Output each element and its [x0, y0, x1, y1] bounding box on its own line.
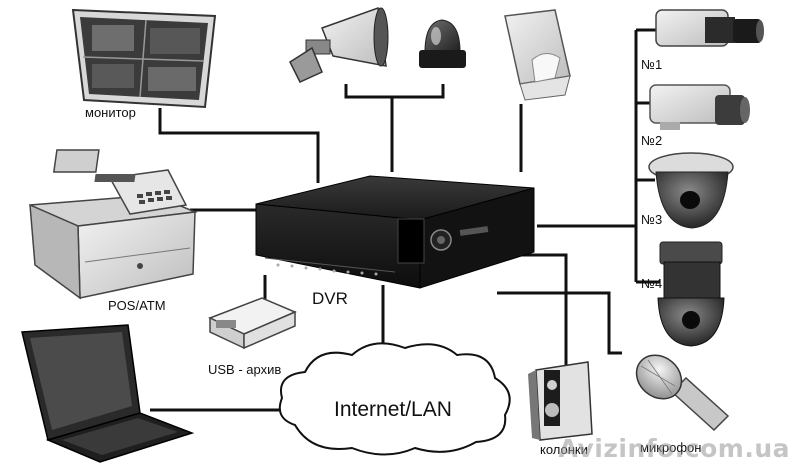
line-monitor	[158, 108, 320, 183]
monitor-label: монитор	[85, 105, 136, 120]
box-camera-2-icon	[649, 84, 750, 130]
camera-1-label: №1	[641, 57, 663, 72]
ptz-camera-icon	[657, 241, 725, 347]
cash-register-icon	[29, 149, 198, 300]
cloud-icon	[278, 342, 511, 456]
motion-detector-icon	[504, 9, 571, 101]
microphone-icon	[635, 354, 730, 432]
speaker-icon	[528, 361, 593, 441]
line-speakers	[495, 253, 568, 368]
usb-drive-icon	[208, 297, 297, 350]
watermark: Avizinfo.com.ua	[558, 434, 790, 463]
dome-camera-icon	[648, 152, 734, 229]
microphone-label: микрофон	[640, 440, 702, 455]
dvr-label: DVR	[312, 289, 348, 308]
dvr-recorder-icon	[255, 175, 535, 289]
pos-label: POS/ATM	[108, 298, 166, 313]
strobe-light-icon	[419, 19, 466, 68]
cloud-label: Internet/LAN	[334, 398, 452, 421]
laptop-icon	[21, 324, 195, 463]
horn-siren-icon	[289, 6, 389, 83]
usb-archive-label: USB - архив	[208, 362, 282, 377]
camera-2-label: №2	[641, 133, 663, 148]
line-mic	[497, 291, 622, 355]
line-siren	[344, 84, 445, 99]
connection-lines	[150, 28, 660, 412]
speakers-label: колонки	[540, 442, 588, 457]
camera-3-label: №3	[641, 212, 663, 227]
box-camera-1-icon	[655, 9, 764, 47]
camera-4-label: №4	[641, 276, 663, 291]
monitor-icon	[71, 8, 217, 109]
